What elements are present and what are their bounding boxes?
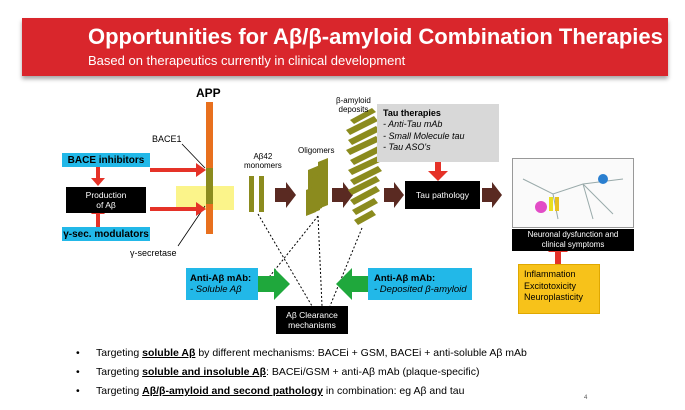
bullet-text: Targeting bbox=[96, 385, 143, 397]
inflammation-box: Inflammation Excitotoxicity Neuroplastic… bbox=[518, 264, 600, 314]
bullet-text: by different mechanisms: BACEi + GSM, BA… bbox=[195, 347, 527, 359]
tau-red-shaft bbox=[435, 162, 441, 172]
neuronal-line1: Neuronal dysfunction and bbox=[527, 230, 619, 240]
monomer-bar bbox=[259, 176, 264, 212]
bullet-emphasis: Aβ/β-amyloid and second pathology bbox=[142, 385, 323, 397]
neuron-icon bbox=[522, 174, 624, 220]
tau-therapy-item: - Small Molecule tau bbox=[383, 130, 465, 141]
page-title: Opportunities for Aβ/β-amyloid Combinati… bbox=[88, 24, 663, 49]
gamma-up-shaft bbox=[96, 213, 100, 227]
clearance-box: Aβ Clearance mechanisms bbox=[276, 306, 348, 334]
neuronal-dysfunction-box: Neuronal dysfunction and clinical sympto… bbox=[512, 229, 634, 251]
production-line1: Production bbox=[85, 189, 127, 200]
anti-deposited-sub: - Deposited β-amyloid bbox=[374, 284, 467, 295]
production-box: Production of Aβ bbox=[66, 187, 146, 213]
bullet-text: in combination: eg Aβ and tau bbox=[322, 385, 465, 397]
inflammation-item: Neuroplasticity bbox=[524, 292, 584, 303]
anti-soluble-box: Anti-Aβ mAb: - Soluble Aβ bbox=[186, 268, 258, 300]
bullet-item: •Targeting Aβ/β-amyloid and second patho… bbox=[76, 385, 465, 397]
clearance-line1: Aβ Clearance bbox=[286, 309, 338, 320]
bullet-emphasis: soluble Aβ bbox=[142, 347, 196, 359]
bullet-text: Targeting bbox=[96, 347, 143, 359]
inflammation-item: Excitotoxicity bbox=[524, 280, 577, 291]
bullet-list: •Targeting soluble Aβ by different mecha… bbox=[76, 344, 527, 401]
tau-therapies-box: Tau therapies - Anti-Tau mAb - Small Mol… bbox=[377, 104, 499, 162]
production-line2: of Aβ bbox=[96, 200, 116, 210]
monomers-line2: monomers bbox=[244, 161, 282, 171]
bullet-text: : BACEi/GSM + anti-Aβ mAb (plaque-specif… bbox=[266, 366, 480, 378]
anti-deposited-box: Anti-Aβ mAb: - Deposited β-amyloid bbox=[368, 268, 472, 300]
bullet-item: •Targeting soluble and insoluble Aβ: BAC… bbox=[76, 366, 480, 378]
bace-inhibitors-box: BACE inhibitors bbox=[62, 153, 150, 167]
app-bar-segment bbox=[206, 168, 213, 204]
deposits-line2: deposits bbox=[338, 105, 369, 115]
anti-soluble-sub: - Soluble Aβ bbox=[190, 284, 242, 295]
tau-therapies-title: Tau therapies bbox=[383, 108, 441, 118]
neuron-illustration bbox=[512, 158, 634, 228]
amyloid-deposit-stack bbox=[346, 108, 382, 225]
oligomer-cluster bbox=[306, 158, 328, 216]
anti-deposited-title: Anti-Aβ mAb: bbox=[374, 273, 436, 284]
deposits-line1: β-amyloid bbox=[336, 96, 371, 105]
monomers-label: Aβ42 monomers bbox=[244, 152, 282, 170]
green-arrow-left bbox=[258, 268, 290, 300]
clearance-line2: mechanisms bbox=[288, 320, 336, 330]
gamma-secretase-label: γ-secretase bbox=[130, 248, 177, 258]
tau-therapy-item: - Anti-Tau mAb bbox=[383, 119, 443, 130]
neuronal-line2: clinical symptoms bbox=[541, 240, 605, 249]
bullet-emphasis: soluble and insoluble Aβ bbox=[142, 366, 266, 378]
infl-red-shaft bbox=[555, 250, 561, 264]
gamma-red-arrow bbox=[150, 202, 206, 216]
monomers-line1: Aβ42 bbox=[253, 152, 273, 161]
page-number: 4 bbox=[584, 395, 588, 401]
bace-red-arrow bbox=[150, 163, 206, 177]
title-banner: Opportunities for Aβ/β-amyloid Combinati… bbox=[22, 18, 668, 76]
deposits-label: β-amyloid deposits bbox=[336, 96, 371, 114]
gamma-modulators-box: γ-sec. modulators bbox=[62, 227, 150, 241]
brown-arrow bbox=[482, 182, 502, 208]
bullet-item: •Targeting soluble Aβ by different mecha… bbox=[76, 347, 527, 359]
anti-soluble-title: Anti-Aβ mAb: bbox=[190, 273, 252, 284]
clearance-dotted-lines bbox=[257, 213, 363, 307]
tau-red-head bbox=[428, 171, 448, 181]
page-subtitle: Based on therapeutics currently in clini… bbox=[88, 53, 406, 68]
monomer-bar bbox=[249, 176, 254, 212]
bace-down-shaft bbox=[96, 165, 100, 179]
oligomers-label: Oligomers bbox=[298, 146, 335, 155]
bace1-label: BACE1 bbox=[152, 134, 182, 144]
brown-arrow bbox=[332, 182, 353, 208]
brown-arrow bbox=[384, 182, 404, 208]
bace1-pointer bbox=[181, 143, 206, 169]
bace-down-head bbox=[91, 178, 105, 186]
green-arrow-right bbox=[336, 268, 368, 300]
tau-therapy-item: - Tau ASO's bbox=[383, 141, 431, 152]
brown-arrow bbox=[275, 182, 296, 208]
app-label: APP bbox=[196, 86, 221, 100]
bullet-text: Targeting bbox=[96, 366, 143, 378]
tau-pathology-box: Tau pathology bbox=[405, 181, 480, 209]
inflammation-item: Inflammation bbox=[524, 269, 576, 279]
